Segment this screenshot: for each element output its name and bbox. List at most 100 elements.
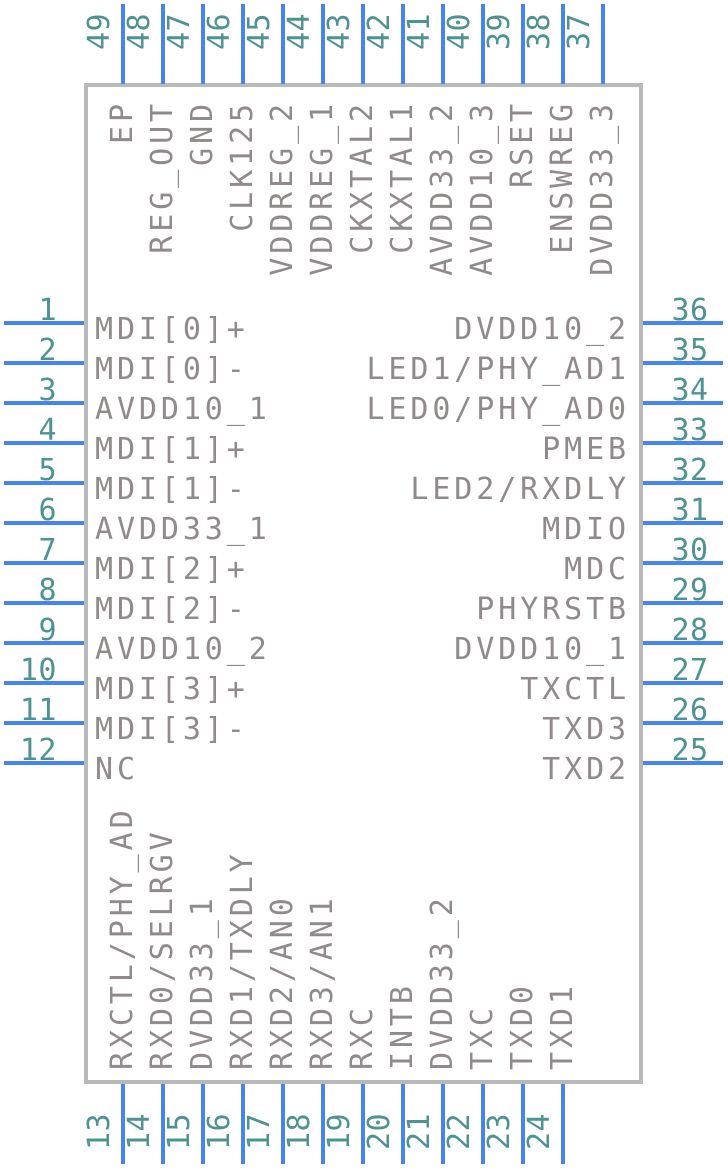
pin-line: [4, 561, 84, 565]
pin-line: [321, 4, 325, 84]
pin-number: 25: [671, 733, 709, 768]
pin-line: [481, 1084, 485, 1164]
pin-number: 7: [38, 533, 57, 568]
pin-label: DVDD33_1: [185, 894, 220, 1070]
pin-number: 37: [562, 12, 597, 50]
pin-number: 11: [19, 693, 57, 728]
pin-number: 28: [671, 613, 709, 648]
pin-number: 4: [38, 413, 57, 448]
pin-number: 18: [282, 1112, 317, 1150]
pin-number: 14: [122, 1112, 157, 1150]
pin-label: TXD0: [505, 982, 540, 1070]
pin-label: DVDD10_1: [454, 632, 630, 667]
pin-line: [241, 1084, 245, 1164]
pin-label: AVDD33_1: [95, 512, 271, 547]
pin-number: 43: [322, 12, 357, 50]
pin-line: [4, 521, 84, 525]
pin-line: [201, 4, 205, 84]
pin-label: MDI[1]-: [95, 472, 249, 507]
pin-number: 31: [671, 493, 709, 528]
pin-label: VDDREG_1: [305, 100, 340, 276]
pin-line: [4, 601, 84, 605]
pin-label: AVDD10_2: [95, 632, 271, 667]
pin-label: DVDD33_3: [585, 100, 620, 276]
pin-number: 47: [162, 12, 197, 50]
pin-line: [521, 4, 525, 84]
chip-body: [84, 83, 643, 1084]
pin-line: [4, 641, 84, 645]
pin-label: MDC: [564, 552, 630, 587]
pin-number: 26: [671, 693, 709, 728]
pin-line: [4, 681, 84, 685]
pin-line: [361, 4, 365, 84]
pin-number: 33: [671, 413, 709, 448]
pin-number: 10: [19, 653, 57, 688]
pin-label: INTB: [385, 982, 420, 1070]
pin-label: RXD0/SELRGV: [145, 828, 180, 1070]
pin-line: [121, 4, 125, 84]
pin-label: DVDD33_2: [425, 894, 460, 1070]
pin-label: CKXTAL1: [385, 100, 420, 254]
pin-number: 2: [38, 333, 57, 368]
pin-label: MDI[3]+: [95, 672, 249, 707]
pin-label: MDI[1]+: [95, 432, 249, 467]
pin-label: NC: [95, 752, 139, 787]
pin-label: RXCTL/PHY_AD: [105, 806, 140, 1070]
pin-label: VDDREG_2: [265, 100, 300, 276]
pin-number: 39: [482, 12, 517, 50]
pin-number: 29: [671, 573, 709, 608]
pin-label: LED1/PHY_AD1: [366, 352, 630, 387]
pin-line: [4, 361, 84, 365]
pin-line: [361, 1084, 365, 1164]
pin-number: 30: [671, 533, 709, 568]
pin-label: EP: [105, 100, 140, 144]
pin-line: [643, 521, 723, 525]
pin-line: [643, 761, 723, 765]
pin-label: MDIO: [542, 512, 630, 547]
pin-number: 35: [671, 333, 709, 368]
pin-label: AVDD33_2: [425, 100, 460, 276]
pin-number: 38: [522, 12, 557, 50]
pin-number: 13: [82, 1112, 117, 1150]
pin-line: [4, 721, 84, 725]
pin-line: [643, 561, 723, 565]
pin-number: 48: [122, 12, 157, 50]
pin-label: AVDD10_1: [95, 392, 271, 427]
pin-line: [643, 481, 723, 485]
pin-label: CLK125: [225, 100, 260, 232]
pin-number: 12: [19, 733, 57, 768]
pin-label: MDI[2]+: [95, 552, 249, 587]
pin-line: [321, 1084, 325, 1164]
pin-number: 21: [402, 1112, 437, 1150]
pin-number: 45: [242, 12, 277, 50]
pin-line: [643, 441, 723, 445]
pin-label: RSET: [505, 100, 540, 188]
pin-number: 8: [38, 573, 57, 608]
pin-label: TXD3: [542, 712, 630, 747]
pin-line: [4, 481, 84, 485]
pin-label: ENSWREG: [545, 100, 580, 254]
pin-line: [481, 4, 485, 84]
pin-line: [643, 641, 723, 645]
pin-label: RXD1/TXDLY: [225, 850, 260, 1070]
pin-line: [561, 1084, 565, 1164]
pin-number: 32: [671, 453, 709, 488]
pin-label: MDI[2]-: [95, 592, 249, 627]
pin-number: 23: [482, 1112, 517, 1150]
pin-label: RXD3/AN1: [305, 894, 340, 1070]
pin-line: [281, 4, 285, 84]
pin-line: [4, 761, 84, 765]
pin-label: REG_OUT: [145, 100, 180, 254]
pin-line: [281, 1084, 285, 1164]
pin-line: [601, 4, 605, 84]
pin-label: RXD2/AN0: [265, 894, 300, 1070]
pin-line: [4, 321, 84, 325]
pin-number: 24: [522, 1112, 557, 1150]
pin-label: MDI[0]-: [95, 352, 249, 387]
pin-number: 1: [38, 293, 57, 328]
pin-number: 36: [671, 293, 709, 328]
pin-label: MDI[3]-: [95, 712, 249, 747]
pin-number: 15: [162, 1112, 197, 1150]
pin-line: [643, 721, 723, 725]
pin-label: MDI[0]+: [95, 312, 249, 347]
